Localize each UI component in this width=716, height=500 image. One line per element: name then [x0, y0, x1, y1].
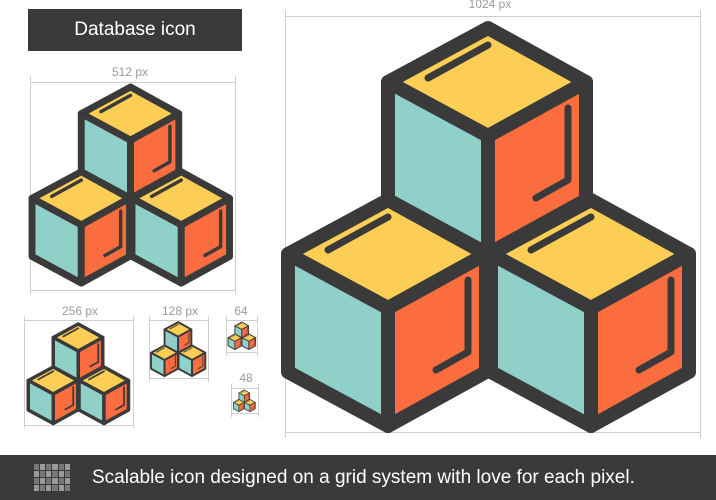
cube-right-top-highlight	[246, 400, 251, 403]
cube-right-right-highlight	[203, 209, 223, 258]
guide-256-bottom	[24, 425, 134, 426]
cube-left-right-highlight	[103, 209, 123, 258]
guide-48-right	[258, 384, 259, 417]
guide-64-bottom	[226, 352, 258, 353]
guide-256-top	[24, 320, 134, 321]
guide-64-top	[226, 320, 258, 321]
cube-left-right-highlight	[170, 355, 176, 369]
cube-right-right-highlight	[198, 355, 204, 369]
cube-top-top-highlight	[237, 323, 243, 326]
cube-left-top-highlight	[230, 334, 236, 338]
guide-128-top	[149, 320, 209, 321]
cube-top-right-highlight	[246, 394, 249, 400]
size-label-256: 256 px	[61, 304, 99, 318]
cube-icon-256	[26, 322, 131, 426]
footer-bar: Scalable icon designed on a grid system …	[0, 455, 716, 500]
guide-128-bottom	[149, 378, 209, 379]
size-label-64: 64	[234, 304, 248, 318]
cube-top-top-highlight	[99, 93, 133, 114]
cube-right-right-highlight	[115, 386, 125, 411]
cube-right-right-face	[248, 337, 257, 350]
cube-icon-64	[227, 321, 257, 350]
cube-icon-512	[28, 83, 233, 287]
size-label-512: 512 px	[111, 65, 149, 79]
cube-left-top-highlight	[49, 178, 83, 199]
cube-left-right-highlight	[237, 339, 241, 346]
cube-left-right-highlight	[241, 403, 244, 409]
cube-right-top-highlight	[149, 178, 183, 199]
cube-left-top-highlight	[324, 213, 392, 254]
cube-top-right-highlight	[244, 327, 248, 335]
cube-right-right-highlight	[252, 403, 255, 409]
size-label-48: 48	[239, 371, 253, 385]
guide-512-right	[235, 76, 236, 294]
cube-top-right-highlight	[532, 104, 572, 202]
guide-256-right	[133, 316, 134, 428]
cube-right-right-highlight	[251, 339, 255, 346]
cube-right-top-highlight	[527, 213, 595, 254]
cube-left-right-highlight	[64, 386, 75, 411]
size-label-1024: 1024 px	[468, 0, 512, 11]
cube-right-right-face	[584, 247, 696, 433]
guide-1024-bottom	[285, 432, 701, 433]
cube-right-right-highlight	[635, 276, 675, 374]
cube-top-right-highlight	[89, 343, 100, 368]
guide-48-top	[231, 388, 259, 389]
cube-icon-48	[233, 389, 256, 413]
cube-right-top-highlight	[244, 334, 250, 338]
grid-icon	[34, 464, 70, 491]
cube-top-right-highlight	[184, 332, 190, 346]
guide-64-left	[226, 316, 227, 356]
footer-tagline: Scalable icon designed on a grid system …	[92, 466, 635, 488]
cube-left-top-highlight	[235, 400, 240, 403]
cube-top-right-highlight	[152, 124, 172, 173]
cube-icon-1024	[281, 21, 696, 433]
guide-128-right	[208, 316, 209, 382]
cube-left-right-highlight	[432, 276, 472, 374]
cube-icon-128	[150, 321, 207, 377]
cube-right-top-highlight	[183, 347, 193, 353]
cube-top-top-highlight	[62, 327, 80, 338]
guide-48-left	[231, 384, 232, 417]
cube-left-top-highlight	[37, 370, 55, 381]
cube-right-right-face	[191, 351, 207, 377]
cube-right-top-highlight	[88, 370, 105, 381]
guide-48-bottom	[231, 413, 259, 414]
size-label-128: 128 px	[161, 304, 199, 318]
guide-1024-left	[285, 10, 286, 438]
cube-right-right-face	[102, 378, 131, 426]
page-title: Database icon	[28, 9, 242, 51]
guide-1024-right	[700, 10, 701, 438]
guide-512-top	[30, 82, 236, 83]
guide-1024-top	[285, 16, 701, 17]
guide-128-left	[149, 316, 150, 382]
cube-right-right-face	[177, 194, 233, 287]
guide-512-bottom	[30, 290, 236, 291]
guide-512-left	[30, 76, 31, 294]
cube-left-top-highlight	[155, 347, 166, 353]
guide-64-right	[257, 316, 258, 356]
cube-right-right-face	[249, 401, 256, 413]
cube-top-top-highlight	[169, 323, 179, 330]
guide-256-left	[24, 316, 25, 428]
cube-top-top-highlight	[240, 390, 245, 393]
cube-top-top-highlight	[424, 41, 492, 82]
